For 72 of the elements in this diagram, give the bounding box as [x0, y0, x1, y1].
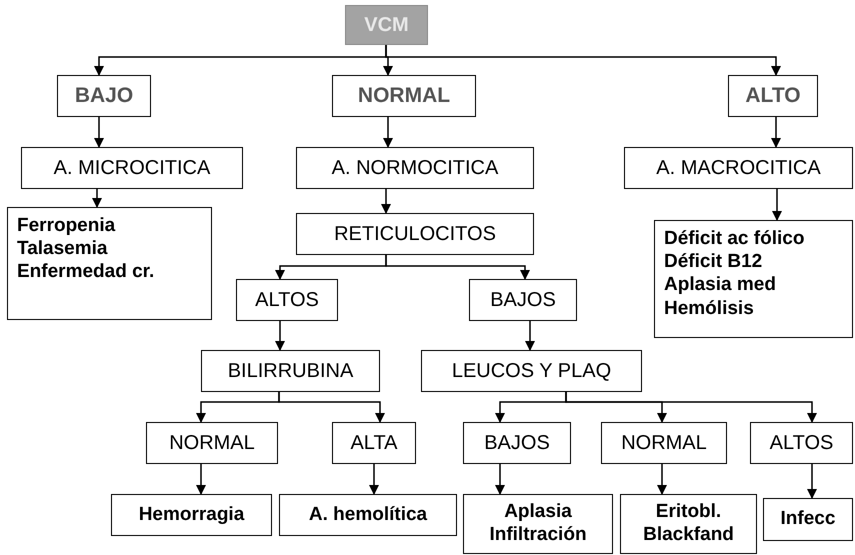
process-box — [201, 350, 380, 392]
node-text: A. MACROCITICA — [656, 156, 821, 180]
process-box — [332, 422, 416, 464]
arrow — [771, 117, 781, 148]
process-box — [296, 213, 534, 255]
node-text: NORMAL — [358, 84, 450, 108]
arrow — [94, 117, 104, 148]
process-box — [21, 147, 243, 189]
process-box — [146, 422, 278, 464]
process-box — [463, 422, 571, 464]
node-text: VCM — [364, 14, 409, 36]
arrow — [525, 321, 535, 351]
arrow — [278, 392, 385, 423]
header-box — [345, 5, 428, 45]
category-box — [728, 75, 818, 117]
arrow — [385, 45, 781, 76]
node-text: Hemólisis — [664, 296, 754, 320]
arrow — [385, 255, 530, 280]
node-text: Hemorragia — [138, 504, 244, 526]
result-box — [763, 498, 853, 541]
result-box — [463, 494, 613, 554]
arrow — [92, 189, 102, 208]
node-text: ALTOS — [255, 288, 319, 312]
node-text: Ferropenia — [17, 214, 116, 238]
node-text: A. MICROCITICA — [54, 156, 210, 180]
process-box — [296, 147, 534, 189]
node-text: LEUCOS Y PLAQ — [452, 360, 612, 382]
arrow — [381, 189, 391, 214]
node-text: BAJOS — [490, 288, 556, 312]
node-text: BAJO — [74, 84, 134, 108]
process-box — [750, 422, 853, 464]
node-text: NORMAL — [621, 432, 707, 454]
node-text: BILIRRUBINA — [228, 360, 354, 382]
arrow — [657, 464, 667, 495]
node-text: Aplasia med — [664, 273, 776, 297]
arrow — [275, 321, 285, 351]
node-text: A. hemolítica — [308, 504, 428, 526]
node-text: RETICULOCITOS — [334, 222, 496, 246]
node-text: BAJOS — [484, 432, 550, 454]
node-text: Aplasia — [504, 501, 572, 524]
node-text: Eritobl. — [656, 501, 722, 524]
node-text: Infiltración — [489, 524, 587, 547]
process-box — [624, 147, 853, 189]
process-box — [236, 279, 338, 321]
arrow — [565, 392, 817, 423]
category-box — [332, 75, 476, 117]
node-text: Talasemia — [17, 237, 108, 260]
result-box — [654, 220, 853, 338]
node-text: ALTOS — [770, 432, 834, 454]
result-box — [7, 207, 212, 320]
arrow — [369, 464, 379, 495]
node-text: A. NORMOCITICA — [332, 156, 498, 180]
category-box — [57, 75, 151, 117]
node-text: NORMAL — [169, 432, 255, 454]
result-box — [279, 494, 457, 536]
arrow — [772, 189, 782, 221]
process-box — [421, 350, 642, 392]
node-text: Déficit ac fólico — [664, 227, 804, 250]
result-box — [111, 494, 272, 536]
arrow — [495, 464, 505, 495]
node-text: ALTO — [745, 84, 801, 108]
process-box — [469, 279, 577, 321]
node-text: Blackfand — [643, 524, 734, 547]
node-text: ALTA — [350, 432, 398, 454]
arrow — [383, 117, 393, 148]
node-text: Enfermedad cr. — [17, 260, 154, 284]
node-text: Infecc — [780, 508, 836, 531]
result-box — [620, 494, 757, 554]
arrow — [196, 464, 206, 495]
node-text: Déficit B12 — [664, 250, 762, 274]
arrow — [807, 464, 817, 499]
process-box — [601, 422, 727, 464]
